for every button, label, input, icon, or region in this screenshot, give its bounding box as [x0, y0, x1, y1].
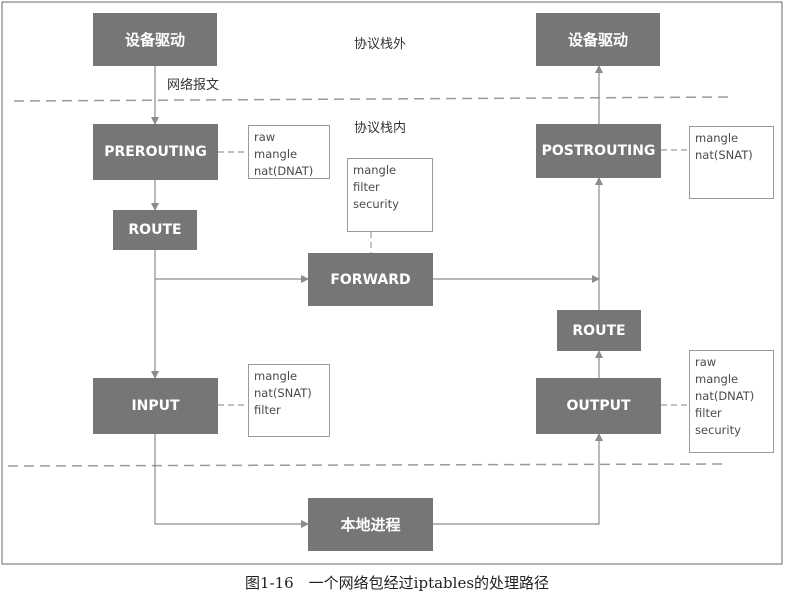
forward-tables: mangle filter security: [347, 158, 433, 232]
prerouting-box: PREROUTING: [93, 124, 218, 180]
table-item: nat(DNAT): [254, 164, 314, 178]
postrouting-tables: mangle nat(SNAT): [689, 126, 774, 199]
inside-stack-label: 协议栈内: [354, 121, 407, 136]
boundary-line-bottom: [7, 463, 723, 467]
table-item: security: [695, 423, 741, 437]
table-item: mangle: [254, 147, 298, 161]
outside-stack-label: 协议栈外: [354, 37, 407, 52]
input-box: INPUT: [93, 378, 218, 434]
table-item: mangle: [353, 163, 397, 177]
table-item: nat(SNAT): [254, 386, 312, 400]
postrouting-box: POSTROUTING: [536, 124, 661, 178]
prerouting-tables: raw mangle nat(DNAT): [248, 125, 330, 179]
output-box: OUTPUT: [536, 378, 661, 434]
input-tables: mangle nat(SNAT) filter: [248, 364, 330, 437]
device-driver-in-box: 设备驱动: [93, 13, 217, 66]
output-tables: raw mangle nat(DNAT) filter security: [689, 350, 774, 453]
table-item: filter: [254, 403, 281, 417]
table-item: mangle: [695, 131, 739, 145]
route-in-box: ROUTE: [113, 210, 197, 250]
figure-caption: 图1-16 一个网络包经过iptables的处理路径: [244, 574, 550, 592]
local-process-box: 本地进程: [308, 498, 433, 551]
boundary-line-top: [13, 96, 731, 102]
table-item: raw: [695, 355, 717, 369]
device-driver-out-box: 设备驱动: [536, 13, 660, 66]
route-out-box: ROUTE: [557, 310, 641, 351]
table-item: raw: [254, 130, 276, 144]
arrow-local-process-to-output: [433, 433, 603, 525]
network-packet-label: 网络报文: [167, 78, 220, 93]
table-item: mangle: [254, 369, 298, 383]
table-item: nat(DNAT): [695, 389, 755, 403]
table-item: nat(SNAT): [695, 148, 753, 162]
table-item: mangle: [695, 372, 739, 386]
table-item: filter: [695, 406, 722, 420]
table-item: security: [353, 197, 399, 211]
arrow-input-to-local-process: [154, 434, 309, 528]
forward-box: FORWARD: [308, 253, 433, 306]
outer-border: [1, 1, 783, 565]
table-item: filter: [353, 180, 380, 194]
